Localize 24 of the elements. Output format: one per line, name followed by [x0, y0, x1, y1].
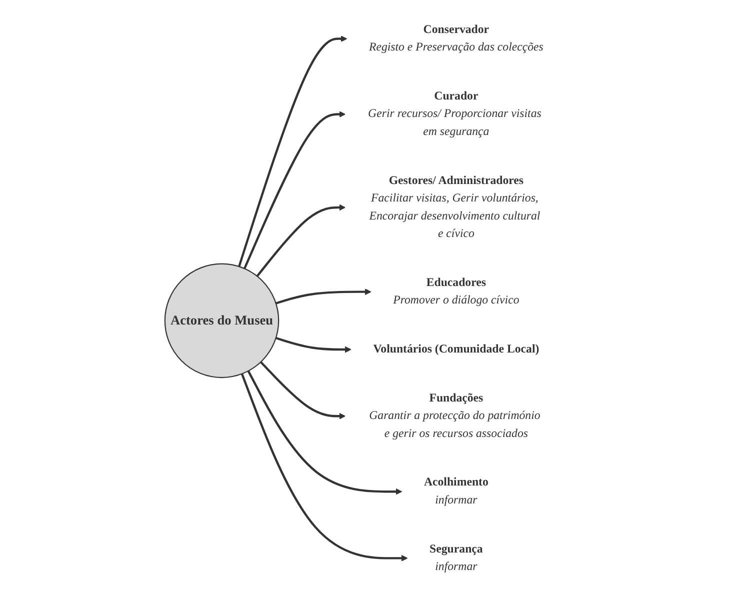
arrow: [276, 288, 372, 304]
node-label: Facilitar visitas, Gerir voluntários, Encorajar desenvolvimento cultural e cívico: [369, 192, 540, 240]
node-label: informar: [435, 494, 478, 506]
node-label: informar: [435, 560, 478, 573]
node-text: Acolhimento: [424, 476, 488, 489]
node-label: Garantir a protecção do património e gerir os recursos associados: [369, 409, 540, 440]
arrow: [243, 111, 346, 270]
arrow: [240, 373, 408, 562]
arrow: [256, 204, 346, 277]
node-text: Voluntários (Comunidade Local): [373, 342, 540, 356]
node-text: Curador: [434, 90, 478, 102]
node-text: Conservador: [423, 23, 490, 36]
node-circle: Actores do Museu: [164, 263, 280, 378]
arrow: [238, 36, 348, 267]
node-label: Gerir recursos/ Proporcionar visitas em segurança: [368, 108, 542, 138]
node-text: Segurança: [430, 542, 483, 556]
arrow: [247, 370, 402, 495]
node-text: Fundações: [429, 392, 484, 404]
node-label: Registo e Preservação das colecções: [368, 41, 544, 54]
arrow: [276, 336, 352, 353]
node-label: Promover o diálogo cívico: [393, 294, 520, 307]
node-text: Educadores: [426, 276, 486, 289]
node-text: Gestores/ Administradores: [388, 174, 524, 187]
arrow: [260, 361, 346, 420]
